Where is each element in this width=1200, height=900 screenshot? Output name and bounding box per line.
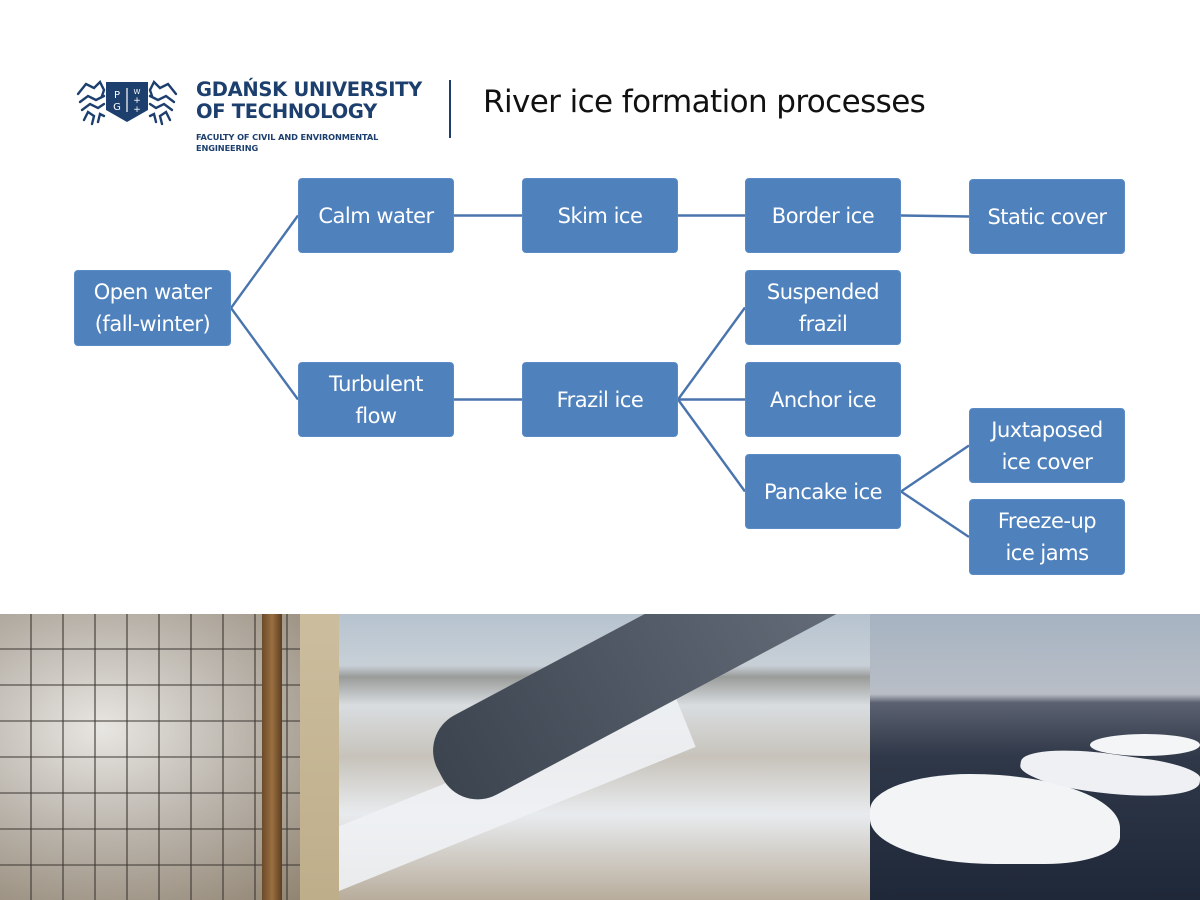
faculty-name: FACULTY OF CIVIL AND ENVIRONMENTAL ENGIN… [196,132,378,154]
connector-frazil_ice-to-suspended_frazil [677,306,746,401]
university-name-line2: OF TECHNOLOGY [196,100,377,123]
emblem-cross-1: + [133,96,141,106]
photo-river-channel [419,614,870,814]
node-anchor-ice[interactable]: Anchor ice [745,362,901,437]
header-divider [449,80,451,138]
connector-border_ice-to-static_cover [900,214,970,218]
node-border-ice[interactable]: Border ice [745,178,901,253]
photo-frazil-on-mesh [0,614,339,900]
node-freeze-up-ice-jams[interactable]: Freeze-up ice jams [969,499,1125,575]
university-name: GDAŃSK UNIVERSITY OF TECHNOLOGY [196,79,422,123]
griffin-emblem-icon: P G W + + [76,79,178,126]
node-skim-ice[interactable]: Skim ice [522,178,678,253]
node-turbulent-flow[interactable]: Turbulent flow [298,362,454,437]
page-title: River ice formation processes [483,84,926,120]
university-logo: P G W + + GDAŃSK UNIVERSITY OF TECHNOLOG… [74,76,434,156]
node-calm-water[interactable]: Calm water [298,178,454,253]
faculty-name-line1: FACULTY OF CIVIL AND ENVIRONMENTAL [196,132,379,142]
connector-frazil_ice-to-pancake_ice [677,398,746,493]
emblem-letter-p: P [114,90,120,101]
connector-pancake_ice-to-juxtaposed_ice_cover [900,444,970,493]
photo-wall [300,614,339,900]
ice-formation-diagram: Open water (fall-winter) Calm water Turb… [74,178,1125,575]
photo-wooden-frame [262,614,282,900]
connectors [230,214,970,538]
emblem-letter-g: G [113,102,121,113]
faculty-name-line2: ENGINEERING [196,143,259,153]
node-static-cover[interactable]: Static cover [969,179,1125,254]
connector-pancake_ice-to-freeze_up_ice_jams [900,490,970,538]
node-pancake-ice[interactable]: Pancake ice [745,454,901,529]
node-frazil-ice[interactable]: Frazil ice [522,362,678,437]
university-name-line1: GDAŃSK UNIVERSITY [196,78,423,101]
emblem-letter-w: W [134,88,141,96]
photo-ice-floe [1090,734,1200,756]
photo-aerial-river [339,614,870,900]
node-suspended-frazil[interactable]: Suspended frazil [745,270,901,345]
photo-ice-floes [870,614,1200,900]
connector-open_water-to-calm_water [230,214,299,309]
node-juxtaposed-ice-cover[interactable]: Juxtaposed ice cover [969,408,1125,483]
emblem-cross-2: + [133,105,141,115]
connector-open_water-to-turbulent_flow [230,307,299,401]
node-open-water[interactable]: Open water (fall-winter) [74,270,231,346]
